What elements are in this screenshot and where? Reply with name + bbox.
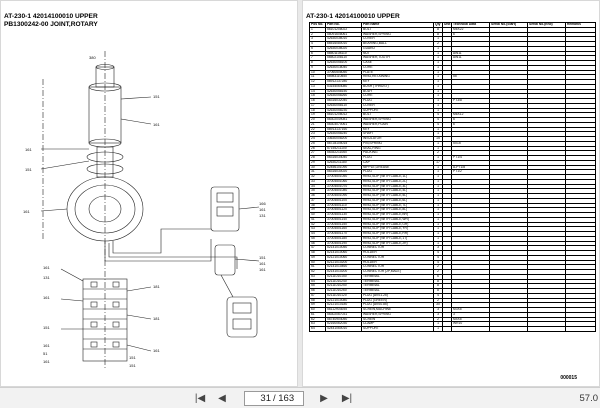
callout-label: 151 [129,355,136,360]
callout-label: 161 [259,207,266,212]
first-page-button[interactable]: |◀ [194,393,206,404]
zoom-level[interactable]: 57.0 [579,393,599,404]
exploded-parts-diagram: 380 151 161 161 151 161 166 161 131 151 … [23,51,266,369]
column-header: Unit [442,22,452,28]
rotary-collar-top [95,64,115,70]
callout-label: 161 [23,209,30,214]
connector-block-middle [214,244,236,276]
callout-label: 151 [43,325,50,330]
next-page-button[interactable]: ▶ [320,393,328,404]
callout-label: 161 [259,267,266,272]
callout-label: 131 [259,213,266,218]
callout-label: 51 [43,351,48,356]
flange-inner [74,184,136,234]
callout-label: 161 [43,265,50,270]
slip-ring-stack [82,278,128,362]
callout-label: 161 [153,348,160,353]
callout-label: 161 [43,343,50,348]
page-number-box: / 163 [244,391,304,406]
slip-ring-layers [83,288,127,350]
drawing-page-subtitle: PB1300242-00 JOINT,ROTARY [4,21,98,28]
cable-bundle-3 [112,228,211,254]
callout-label: 161 [43,359,50,364]
parts-page-title: AT-230-1 42014100010 UPPER [306,13,400,20]
table-cell [442,326,452,332]
rotary-upper-collar [95,66,115,88]
page-number-input[interactable] [247,392,271,405]
shaft-section [96,146,114,178]
callout-label: 161 [43,295,50,300]
callout-label: 151 [153,94,160,99]
callout-label: 131 [43,275,50,280]
callout-label: 166 [259,201,266,206]
callout-label: 181 [153,284,160,289]
connector-block-upper [210,186,240,232]
callout-label: 151 [25,167,32,172]
shaft-ring-1 [86,151,124,163]
viewer-toolbar: |◀ ◀ / 163 ▶ ▶| 57.0 [0,387,600,408]
table-cell: 42441060010 [325,326,362,332]
callout-label: 380 [89,55,96,60]
prev-page-button[interactable]: ◀ [218,393,226,404]
page-code: 000015 [560,375,577,381]
table-cell [527,326,566,332]
callout-label: 151 [129,363,136,368]
flange-core [88,195,122,223]
table-cell: 1 [433,326,443,332]
table-cell [565,326,596,332]
callout-label: 151 [259,255,266,260]
callout-label: 161 [25,147,32,152]
callout-label: 161 [259,261,266,266]
total-pages-label: / 163 [273,393,295,404]
last-page-button[interactable]: ▶| [341,393,353,404]
callout-label: 181 [153,316,160,321]
page-gap [298,0,302,387]
column-header: Pos No. [309,22,326,28]
cable-bundle-1 [104,239,212,262]
drawing-page-title: AT-230-1 42014100010 UPPER [4,13,98,20]
drawing-page: AT-230-1 42014100010 UPPER PB1300242-00 … [0,0,298,387]
table-cell [451,326,490,332]
table-cell: 64 [309,326,326,332]
parts-list-page: AT-230-1 42014100010 UPPER Pos No.Part N… [302,0,600,387]
slip-ring-terminals [90,281,120,348]
cable-bundle-2 [108,243,238,269]
shaft-ring-2 [86,163,124,175]
rotary-body-top [88,82,122,92]
table-cell [489,326,528,332]
connector-block-lower [226,296,258,338]
table-cell: SUPPORT [361,326,434,332]
callout-label: 161 [153,122,160,127]
